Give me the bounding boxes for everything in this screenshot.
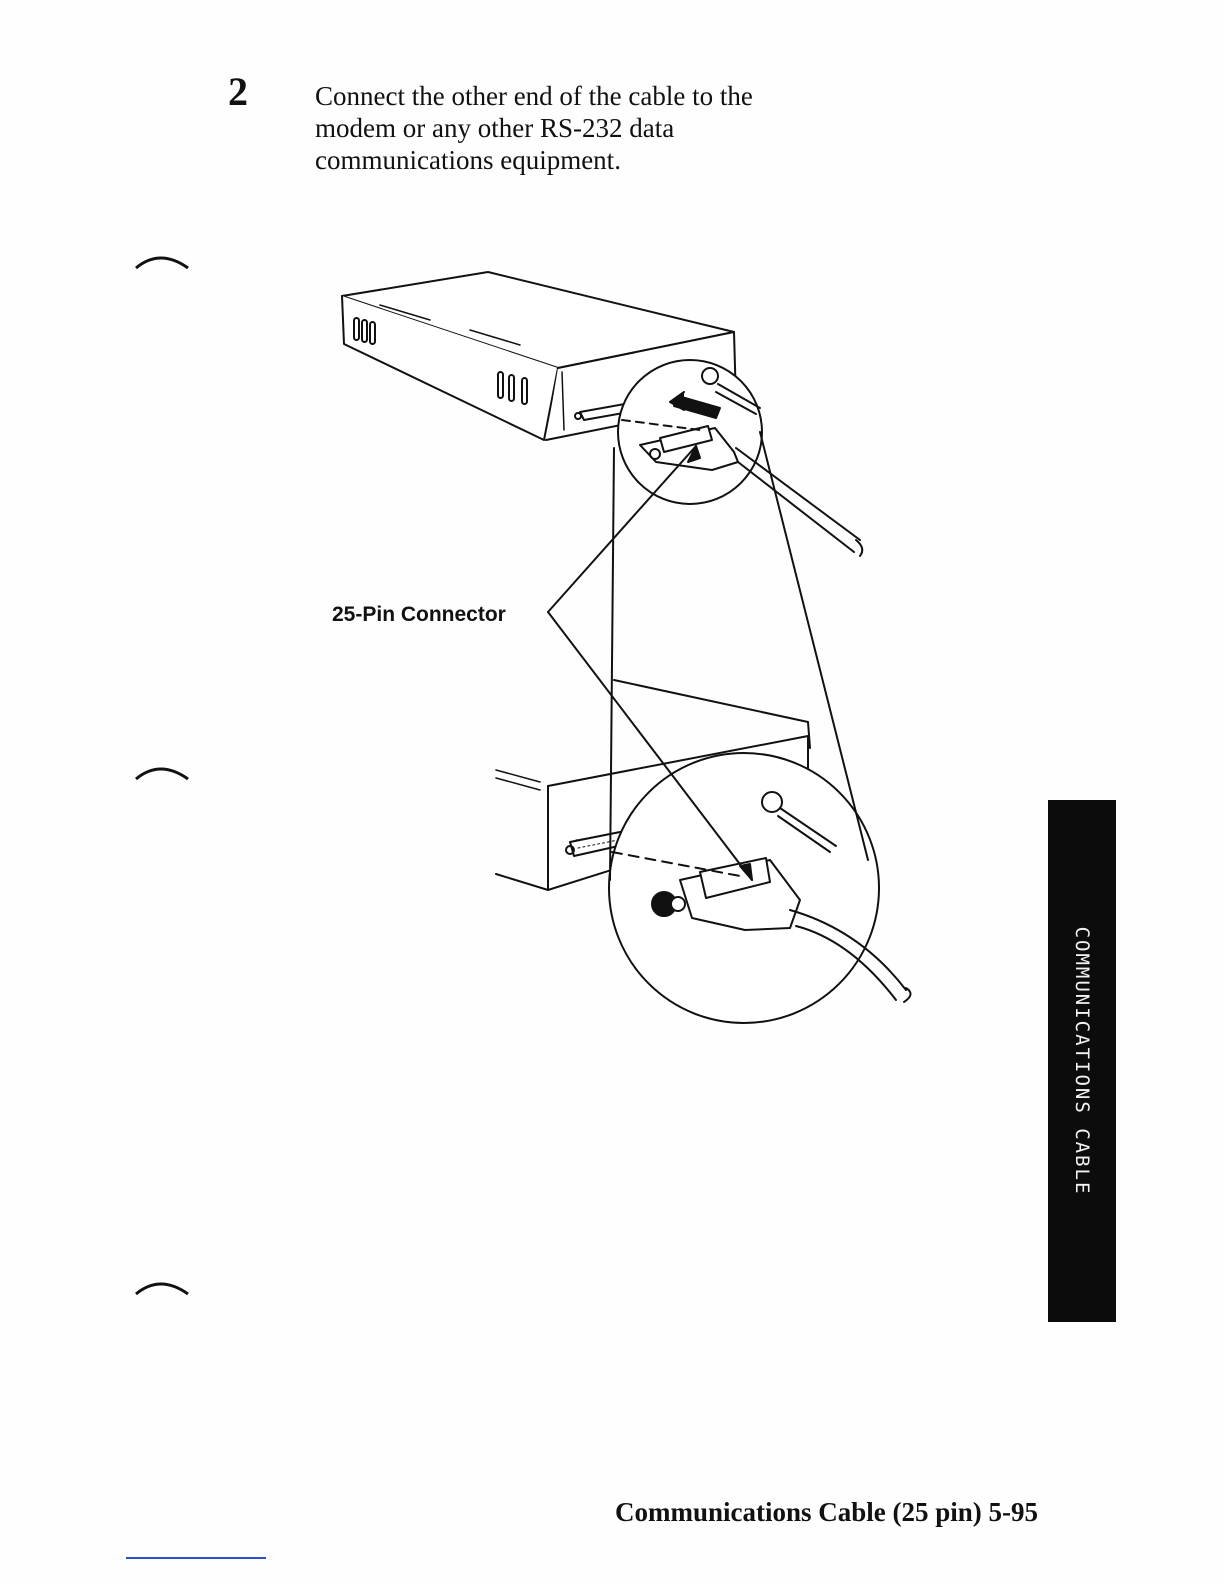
section-side-tab-label: COMMUNICATIONS CABLE bbox=[1071, 927, 1093, 1196]
footer-rule-line bbox=[126, 1557, 266, 1559]
section-side-tab: COMMUNICATIONS CABLE bbox=[1048, 800, 1116, 1322]
connector-callout-label: 25-Pin Connector bbox=[332, 602, 506, 628]
page-footer-title: Communications Cable (25 pin) 5-95 bbox=[615, 1496, 1038, 1528]
